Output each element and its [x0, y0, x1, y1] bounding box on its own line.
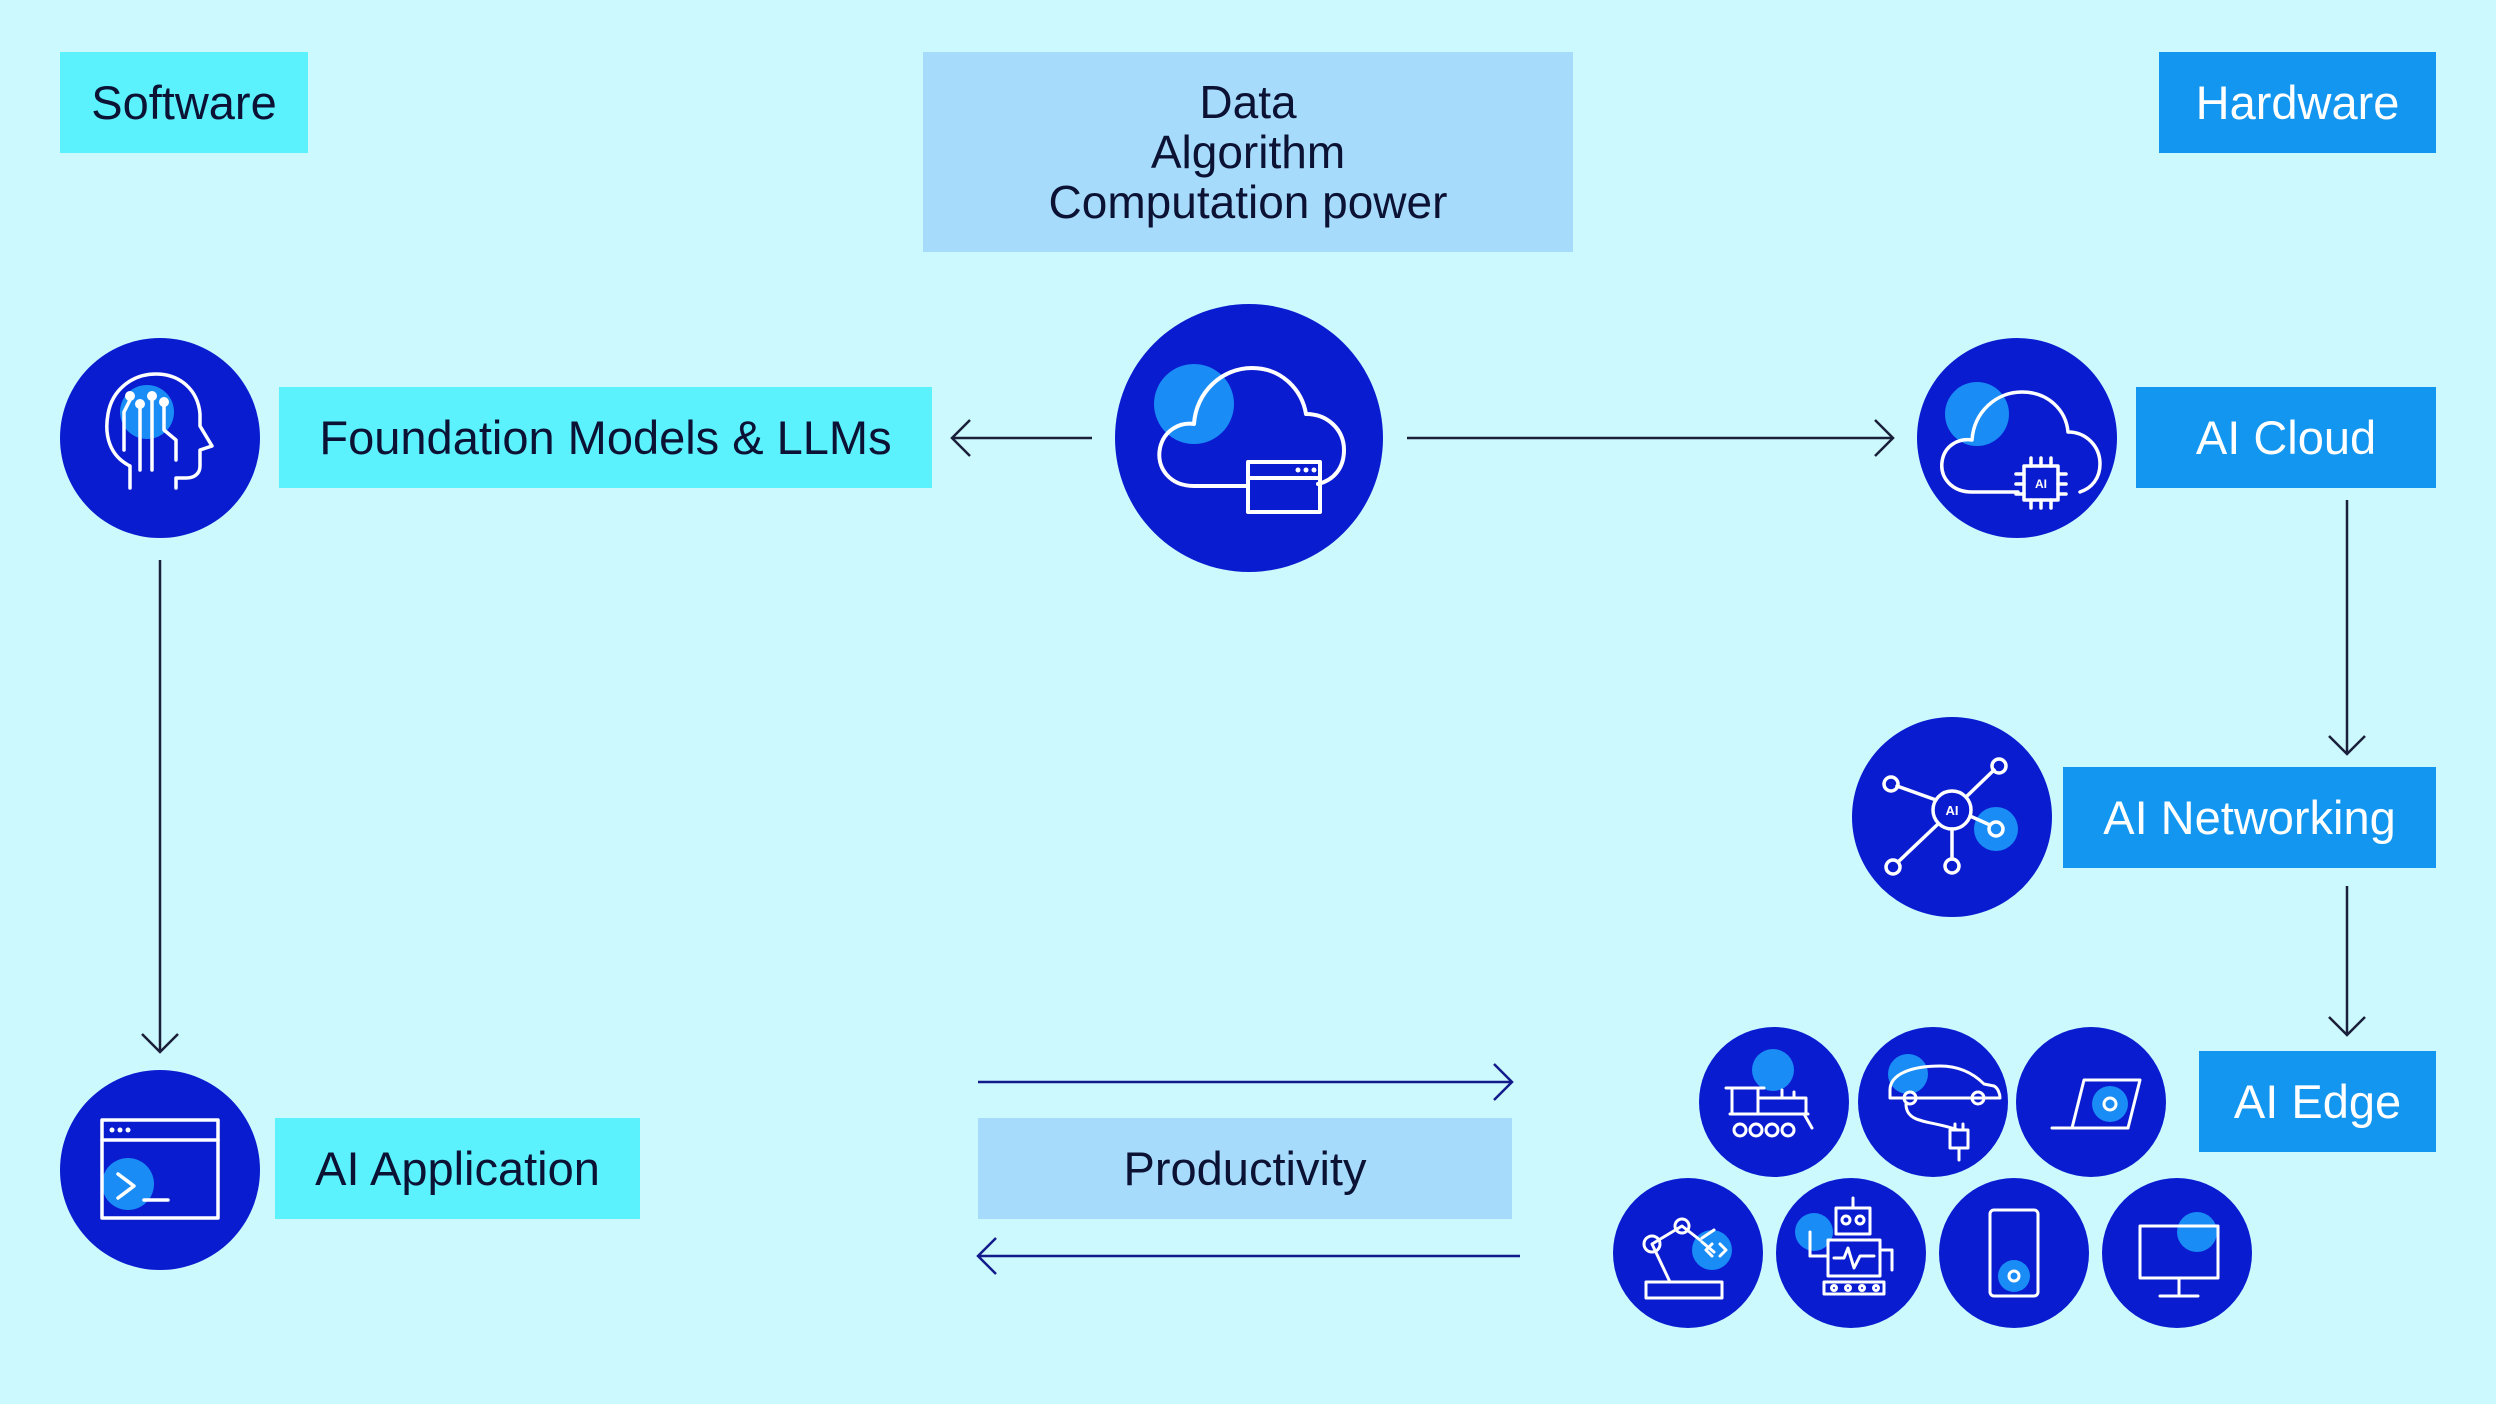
monitor-icon: [2102, 1178, 2252, 1328]
ai-brain-head-icon: [60, 338, 260, 538]
computation-power-line: Computation power: [1048, 176, 1448, 228]
cloud-ai-chip-icon: AI: [1917, 338, 2117, 538]
terminal-window-icon: [60, 1070, 260, 1270]
algorithm-line: Algorithm: [1150, 126, 1346, 178]
arrow-to-foundation-models: [950, 419, 1092, 457]
arrow-productivity-left: [976, 1237, 1520, 1275]
laptop-icon: [2016, 1027, 2166, 1177]
arrow-head-to-application: [141, 560, 179, 1054]
network-hub-icon: AI: [1852, 717, 2052, 917]
foundation-models-label: Foundation Models & LLMs: [279, 387, 932, 488]
ai-cloud-label: AI Cloud: [2136, 387, 2436, 488]
smartphone-icon: [1939, 1178, 2089, 1328]
ai-application-label: AI Application: [275, 1118, 640, 1219]
software-label: Software: [60, 52, 308, 153]
robot-icon: [1776, 1178, 1926, 1328]
cloud-data-icon: [1115, 304, 1383, 572]
arrow-productivity-right: [978, 1063, 1514, 1101]
arrow-to-ai-cloud: [1407, 419, 1895, 457]
ai-node-text: AI: [1946, 803, 1959, 818]
arrow-networking-to-edge: [2328, 886, 2366, 1037]
data-line: Data: [1199, 76, 1297, 128]
robot-arm-icon: [1613, 1178, 1763, 1328]
arrow-cloud-to-networking: [2328, 500, 2366, 756]
hardware-label: Hardware: [2159, 52, 2436, 153]
ai-edge-label: AI Edge: [2199, 1051, 2436, 1152]
ai-networking-label: AI Networking: [2063, 767, 2436, 868]
productivity-label: Productivity: [978, 1118, 1512, 1219]
car-charging-icon: [1858, 1027, 2008, 1177]
data-algorithm-computation-box: Data Algorithm Computation power: [923, 52, 1573, 252]
ai-chip-text: AI: [2035, 477, 2047, 491]
train-icon: [1699, 1027, 1849, 1177]
